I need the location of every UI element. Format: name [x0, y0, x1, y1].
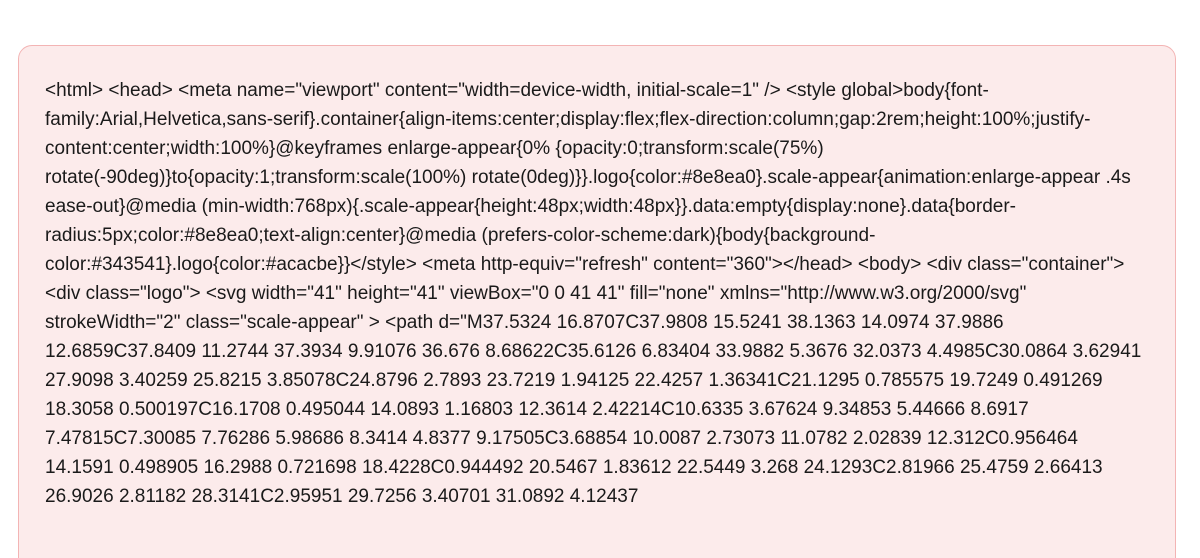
raw-html-response-text: <html> <head> <meta name="viewport" cont…	[45, 80, 1142, 507]
error-message-panel: <html> <head> <meta name="viewport" cont…	[18, 45, 1176, 558]
